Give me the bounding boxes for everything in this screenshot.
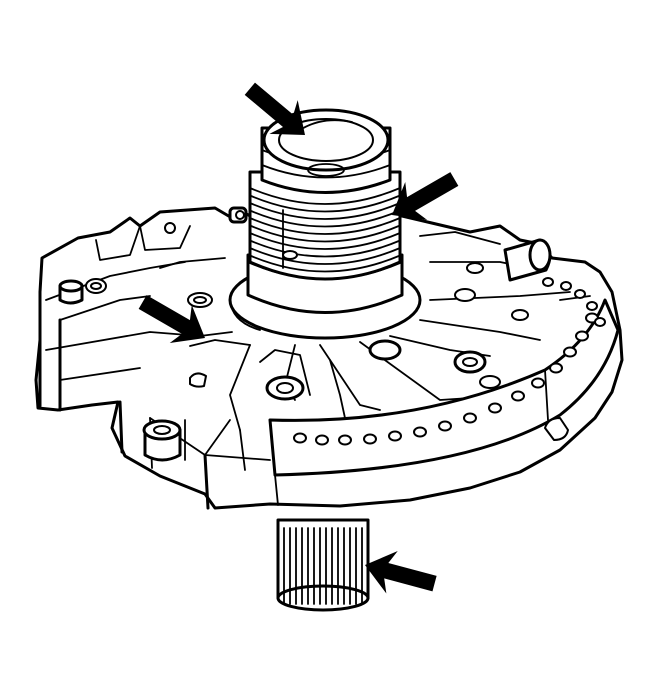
rim-hole — [574, 289, 586, 299]
seal-ring-groove — [249, 202, 401, 220]
flange-hole — [511, 390, 525, 402]
flange-hole — [463, 412, 477, 424]
rim-hole — [586, 301, 598, 311]
rim-hole — [594, 317, 606, 327]
flange-hole — [413, 426, 427, 438]
rim-hole — [560, 281, 572, 291]
flange-hole — [563, 346, 577, 358]
input-shaft — [276, 518, 370, 612]
mounting-holes — [58, 206, 606, 462]
arrow-icon — [244, 82, 305, 135]
callout-arrows — [138, 82, 459, 594]
seal-ring-groove — [249, 187, 401, 205]
flange-hole — [438, 420, 452, 432]
seal-ring-groove — [249, 262, 401, 280]
seal-ring-groove — [249, 239, 401, 258]
flange-hole — [363, 433, 377, 445]
seal-ring-groove — [249, 217, 401, 235]
stator-support — [228, 108, 422, 340]
flange-hole — [488, 402, 502, 414]
flange-hole — [293, 432, 307, 444]
seal-ring-groove — [249, 224, 401, 243]
flange-hole — [575, 330, 589, 342]
rim-hole — [542, 277, 554, 287]
arrow-icon — [365, 550, 437, 594]
pump-body — [34, 206, 624, 510]
seal-ring-groove — [249, 194, 401, 213]
seal-ring-groove — [249, 254, 401, 273]
seal-ring-groove — [249, 232, 401, 250]
arrow-icon — [138, 295, 205, 344]
flange-hole — [315, 434, 329, 446]
flange-hole — [531, 377, 545, 389]
flange-hole — [549, 362, 563, 374]
seal-ring-groove — [249, 247, 401, 265]
arrow-icon — [392, 172, 459, 221]
flange-hole — [388, 430, 402, 442]
seal-ring-groove — [249, 209, 401, 228]
flange-hole — [338, 434, 352, 446]
